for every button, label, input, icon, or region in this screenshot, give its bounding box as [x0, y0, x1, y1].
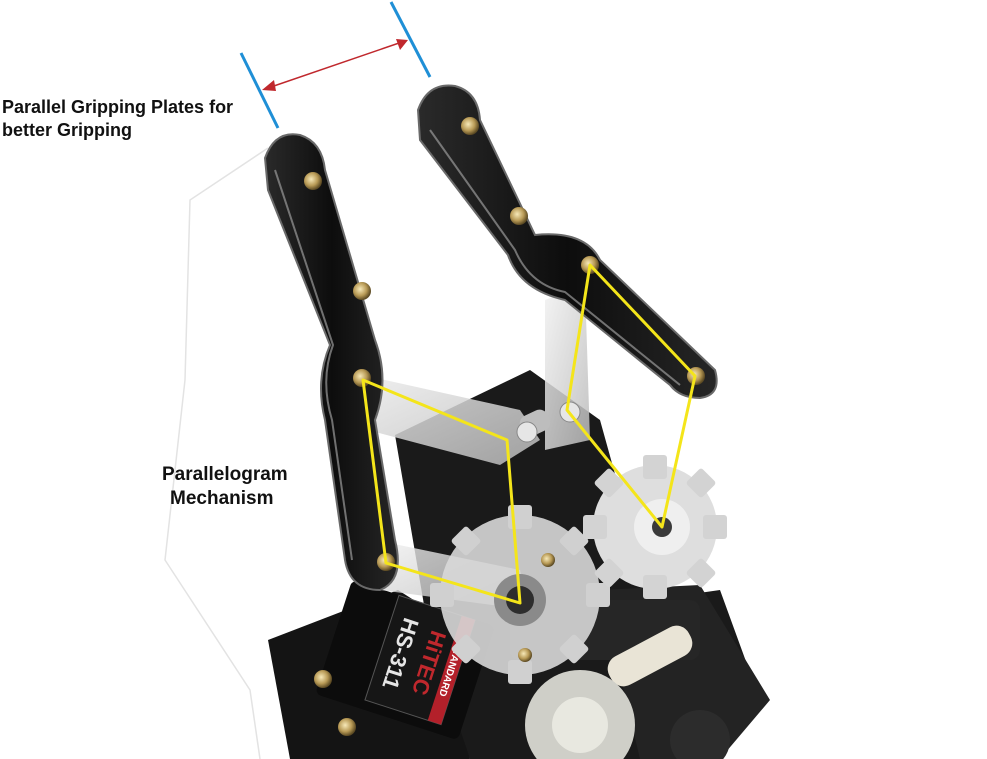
gripping-plates-caption-line1: Parallel Gripping Plates for: [2, 97, 234, 117]
right-gear: [583, 455, 727, 599]
gap-arrow: [262, 39, 408, 91]
screw: [304, 172, 322, 190]
gripping-plates-caption-line2: better Gripping: [2, 119, 132, 140]
screw: [353, 282, 371, 300]
screw: [338, 718, 356, 736]
gripping-plates-caption: Parallel Gripping Plates for better Grip…: [2, 96, 282, 141]
screw: [353, 369, 371, 387]
left-gap-marker: [239, 52, 280, 129]
parallelogram-mechanism-caption: Parallelogram Mechanism: [162, 463, 362, 511]
right-gap-marker: [389, 1, 432, 78]
mechanism-caption-line1: Parallelogram: [162, 464, 288, 485]
screw: [510, 207, 528, 225]
screw: [314, 670, 332, 688]
left-gripper-arm: [263, 133, 399, 592]
mechanism-caption-line2: Mechanism: [170, 487, 274, 509]
screw: [461, 117, 479, 135]
photo-outline: [164, 147, 269, 759]
right-parallelogram: [565, 263, 697, 529]
left-parallelogram: [361, 378, 522, 605]
